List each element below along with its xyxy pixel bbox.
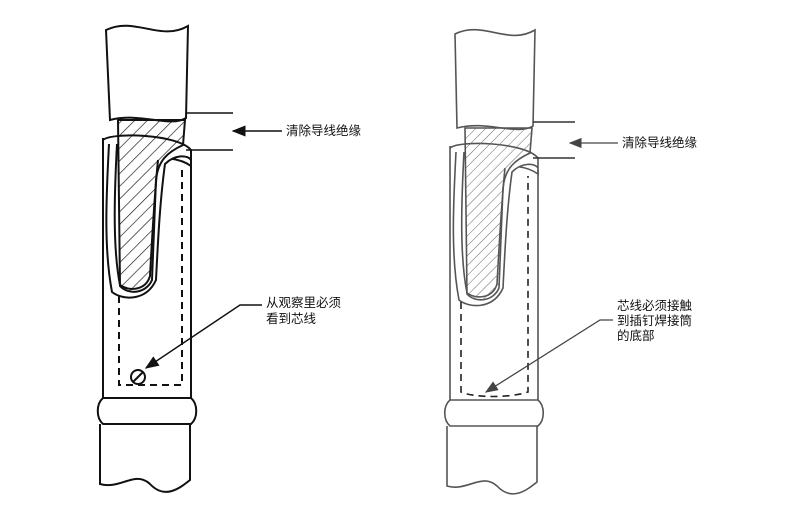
left-figure: [96, 24, 282, 493]
right-figure: [443, 28, 618, 495]
left-inspection-label-1: 从观察里必须: [266, 295, 342, 310]
left-inspection-label-2: 看到芯线: [266, 311, 317, 326]
left-pin-shoulder: [96, 397, 198, 425]
right-pin-shoulder: [443, 399, 545, 427]
right-wire-insulation: [454, 28, 536, 131]
right-conductor: [464, 127, 533, 301]
left-pin-shaft: [99, 424, 191, 493]
left-wire-insulation: [104, 24, 190, 123]
right-hidden-conductor: [460, 176, 529, 398]
right-pin-shaft: [446, 426, 538, 495]
left-inspection-leader: [144, 304, 262, 369]
left-conductor: [116, 119, 187, 293]
left-hidden-conductor: [118, 168, 183, 386]
left-insulation-label: 清除导线绝缘: [286, 123, 362, 138]
right-contact-label-1: 芯线必须接触: [617, 298, 693, 313]
right-contact-label-2: 到插钉焊接筒: [617, 313, 693, 328]
right-contact-label-3: 的底部: [617, 328, 655, 343]
right-contact-leader: [484, 319, 613, 393]
right-insulation-label: 清除导线绝缘: [622, 135, 698, 150]
